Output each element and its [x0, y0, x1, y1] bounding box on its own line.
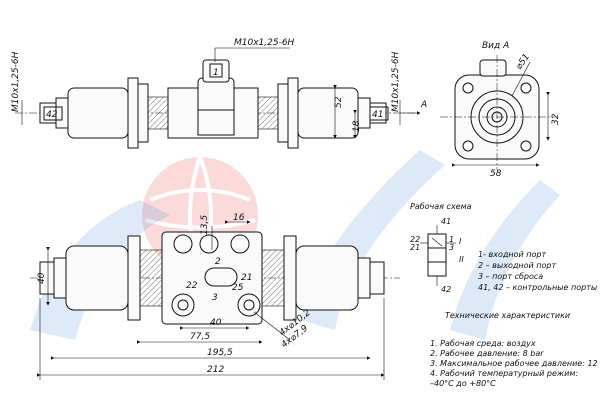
schema-cell-2	[427, 247, 447, 263]
front-view: 16 13,5 40 2 22 21 3 25 40 77,5 195,5 21…	[30, 213, 400, 380]
port-41-label: 41	[372, 110, 383, 120]
dim-40: 40	[210, 318, 222, 328]
schema-1: 1	[449, 235, 454, 244]
mount-hole	[462, 140, 474, 152]
port-42-label: 42	[46, 110, 58, 120]
dim-212: 212	[207, 365, 224, 375]
mount-hole	[520, 140, 532, 152]
right-flange	[287, 77, 299, 149]
schema-I: I	[459, 237, 462, 246]
port-3-label: 3	[212, 293, 218, 303]
specifications: Технические характеристики 1. Рабочая ср…	[430, 311, 600, 388]
dim-32: 32	[551, 113, 561, 125]
port-21-label: 21	[241, 273, 252, 283]
schema-21: 21	[410, 243, 420, 252]
dim-40-left: 40	[37, 272, 47, 284]
front-right-cylinder	[295, 245, 359, 311]
schema-22: 22	[410, 235, 420, 244]
spec-item-5: –40°C до +80°C	[430, 379, 496, 388]
front-left-cylinder	[65, 245, 129, 311]
spec-item-2: 2. Рабочее давление: 8 bar	[430, 349, 544, 358]
port-1-label: 1	[213, 68, 219, 78]
dim-thread-top: M10x1,25-6H	[234, 38, 295, 48]
spec-item-1: 1. Рабочая среда: воздух	[430, 339, 536, 348]
end-view: Вид А ⌀51 32 58	[440, 41, 561, 179]
mount-hole	[520, 82, 532, 94]
dim-58: 58	[490, 169, 502, 179]
schema-legend-2: 2 – выходной порт	[478, 261, 556, 270]
schema-II: II	[459, 255, 464, 264]
dim-d51: ⌀51	[514, 52, 532, 72]
dim-thread-left: M10x1,25-6H	[11, 51, 21, 112]
arrow-a-label: A	[420, 100, 427, 110]
dim-52: 52	[334, 96, 344, 108]
port-22-label: 22	[186, 281, 198, 291]
front-right-nut	[369, 261, 385, 295]
schema-legend-3: 3 – порт сброса	[478, 272, 543, 281]
dim-25: 25	[232, 283, 244, 293]
schema-cell-1	[427, 233, 447, 249]
schema-41: 41	[441, 217, 451, 226]
working-schema: Рабочая схема 41 42 22 21 1 3 I II 1- вх…	[410, 202, 597, 294]
port-2-label: 2	[215, 257, 221, 267]
dim-18: 18	[352, 120, 362, 132]
dim-16: 16	[233, 213, 245, 223]
top-view: M10x1,25-6H M10x1,25-6H M10x1,25-6H 1 42…	[11, 38, 427, 149]
left-flange	[127, 77, 139, 149]
dim-195-5: 195,5	[207, 348, 233, 358]
spec-item-3: 3. Максимальное рабочее давление: 12 bar	[430, 359, 600, 368]
specs-title: Технические характеристики	[445, 311, 570, 320]
dim-thread-right: M10x1,25-6H	[391, 51, 401, 112]
schema-title: Рабочая схема	[410, 202, 472, 211]
dim-13-5: 13,5	[200, 215, 210, 235]
left-cylinder	[67, 87, 129, 139]
schema-cell-3	[427, 261, 447, 277]
dim-77-5: 77,5	[190, 332, 210, 342]
schema-42: 42	[441, 285, 451, 294]
end-view-title: Вид А	[482, 41, 509, 51]
port-2-slot	[204, 267, 238, 287]
mount-hole	[462, 82, 474, 94]
spec-item-4: 4. Рабочий температурный режим:	[430, 369, 578, 378]
schema-legend-1: 1- входной порт	[478, 250, 546, 259]
right-cylinder	[297, 87, 359, 139]
schema-3: 3	[449, 243, 454, 252]
schema-legend-4: 41, 42 – контрольные порты	[478, 283, 597, 292]
